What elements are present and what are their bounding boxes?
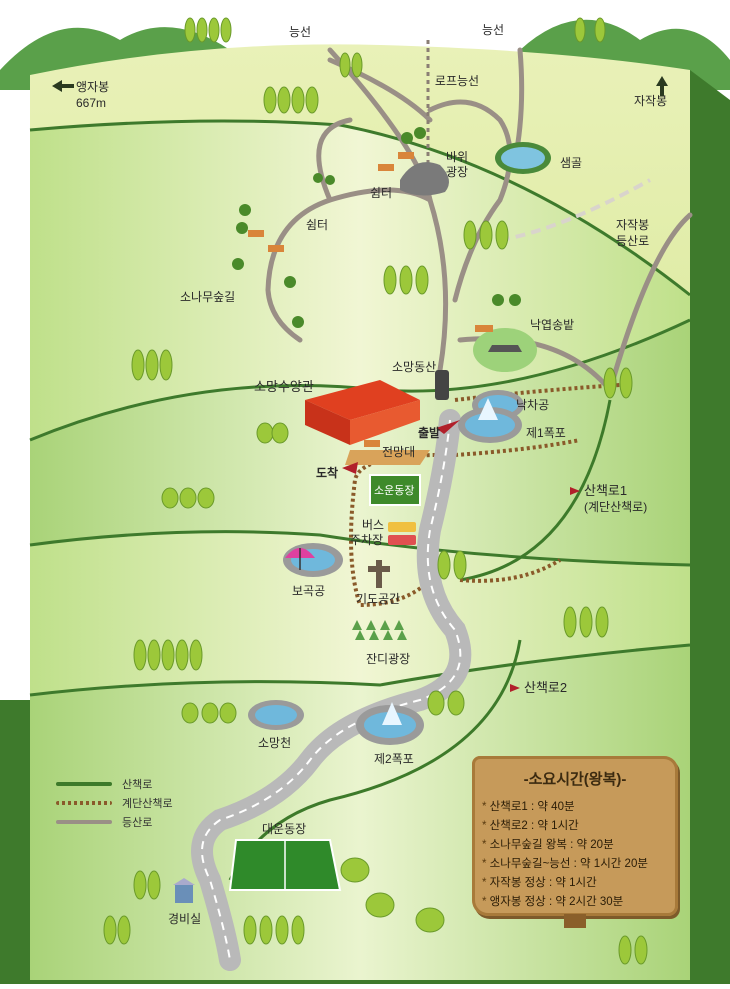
- rock-icon: [400, 162, 449, 196]
- guard-room-label: 경비실: [168, 912, 202, 926]
- rock-plaza-label-1: 바위: [446, 150, 469, 164]
- duration-sign: -소요시간(왕복)- 산책로1 : 약 40분 산책로2 : 약 1시간 소나무…: [472, 756, 678, 928]
- ropeway-label: 로프능선: [434, 74, 480, 88]
- legend-hiking-label: 등산로: [122, 817, 153, 829]
- observatory-label: 전망대: [382, 445, 416, 459]
- ang-peak-height: 667m: [76, 96, 107, 110]
- bus-lot-label-1: 버스: [362, 518, 385, 532]
- trail2-label[interactable]: 산책로2: [524, 680, 568, 695]
- legend-stair-label: 계단산책로: [122, 798, 173, 810]
- pine-path-label: 소나무숲길: [180, 290, 236, 304]
- legend-stair: 계단산책로: [56, 795, 246, 810]
- trail1-label-2: (계단산책로): [584, 500, 648, 514]
- jajak-peak-label[interactable]: 자작봉: [634, 94, 668, 108]
- sign-item: 앵자봉 정상 : 약 2시간 30분: [482, 893, 674, 912]
- grass-plaza-label: 잔디광장: [366, 652, 411, 666]
- sign-title: -소요시간(왕복)-: [523, 771, 627, 788]
- sign-item: 산책로2 : 약 1시간: [482, 817, 674, 836]
- hiking-trails: [265, 47, 693, 393]
- arrive-arrow-icon: [342, 462, 358, 474]
- sign-post: [564, 914, 586, 928]
- legend-walk-label: 산책로: [122, 779, 153, 791]
- ridge-left-label: 능선: [288, 25, 312, 39]
- somang-stream-label: 소망천: [258, 736, 292, 750]
- arrive-label: 도착: [316, 466, 339, 480]
- small-field-label: 소운동장: [374, 485, 415, 497]
- legend-hiking: 등산로: [56, 814, 246, 829]
- bench-icon: [248, 152, 493, 447]
- sign-item: 소나무숲길 왕복 : 약 20분: [482, 836, 674, 855]
- sign-item: 산책로1 : 약 40분: [482, 798, 674, 817]
- bus-icon: [388, 522, 416, 545]
- sign-item: 자작봉 정상 : 약 1시간: [482, 874, 674, 893]
- ridge-right-label: 능선: [481, 23, 505, 37]
- up-arrow-icon: [656, 76, 668, 86]
- cross-icon: [368, 560, 390, 588]
- small-field: [369, 474, 421, 506]
- waterfall2-label: 제2폭포: [374, 752, 414, 766]
- start-label: 출발: [418, 426, 441, 440]
- left-arrow-icon: [52, 80, 62, 92]
- start-arrow-icon: [436, 420, 460, 434]
- umbrella-icon: [285, 548, 315, 570]
- ang-peak-label[interactable]: 앵자봉: [76, 80, 110, 94]
- jajak-trail-label-2: 등산로: [616, 234, 650, 248]
- pine-field-label: 낙엽송밭: [530, 318, 575, 332]
- shelter-left-label: 쉼터: [306, 218, 329, 232]
- building-icon: [305, 380, 420, 445]
- guard-house-icon: [173, 878, 195, 903]
- trail1-label-1[interactable]: 산책로1: [584, 483, 628, 498]
- legend-walk: 산책로: [56, 776, 246, 791]
- tree-icon: [103, 17, 648, 965]
- spring-label: 샘골: [560, 156, 583, 170]
- rock-plaza-label-2: 광장: [446, 165, 469, 179]
- waterfall1-label: 제1폭포: [526, 426, 566, 440]
- jajak-trail-label-1: 자작봉: [616, 218, 650, 232]
- bus-lot-label-2: 주차장: [350, 533, 384, 547]
- nakcha-pond-label: 낙차공: [516, 398, 550, 412]
- bogok-pond-label: 보곡공: [292, 584, 326, 598]
- big-field-label: 대운동장: [262, 822, 307, 836]
- sign-list: 산책로1 : 약 40분 산책로2 : 약 1시간 소나무숲길 왕복 : 약 2…: [482, 798, 674, 912]
- training-center-label: 소망수양관: [254, 379, 314, 394]
- prayer-space-label: 기도공간: [356, 592, 401, 606]
- somang-stone: [435, 370, 449, 400]
- shelter-top-label: 쉼터: [370, 186, 393, 200]
- sign-item: 소나무숲길~능선 : 약 1시간 20분: [482, 855, 674, 874]
- somang-hill-label: 소망동산: [392, 360, 437, 374]
